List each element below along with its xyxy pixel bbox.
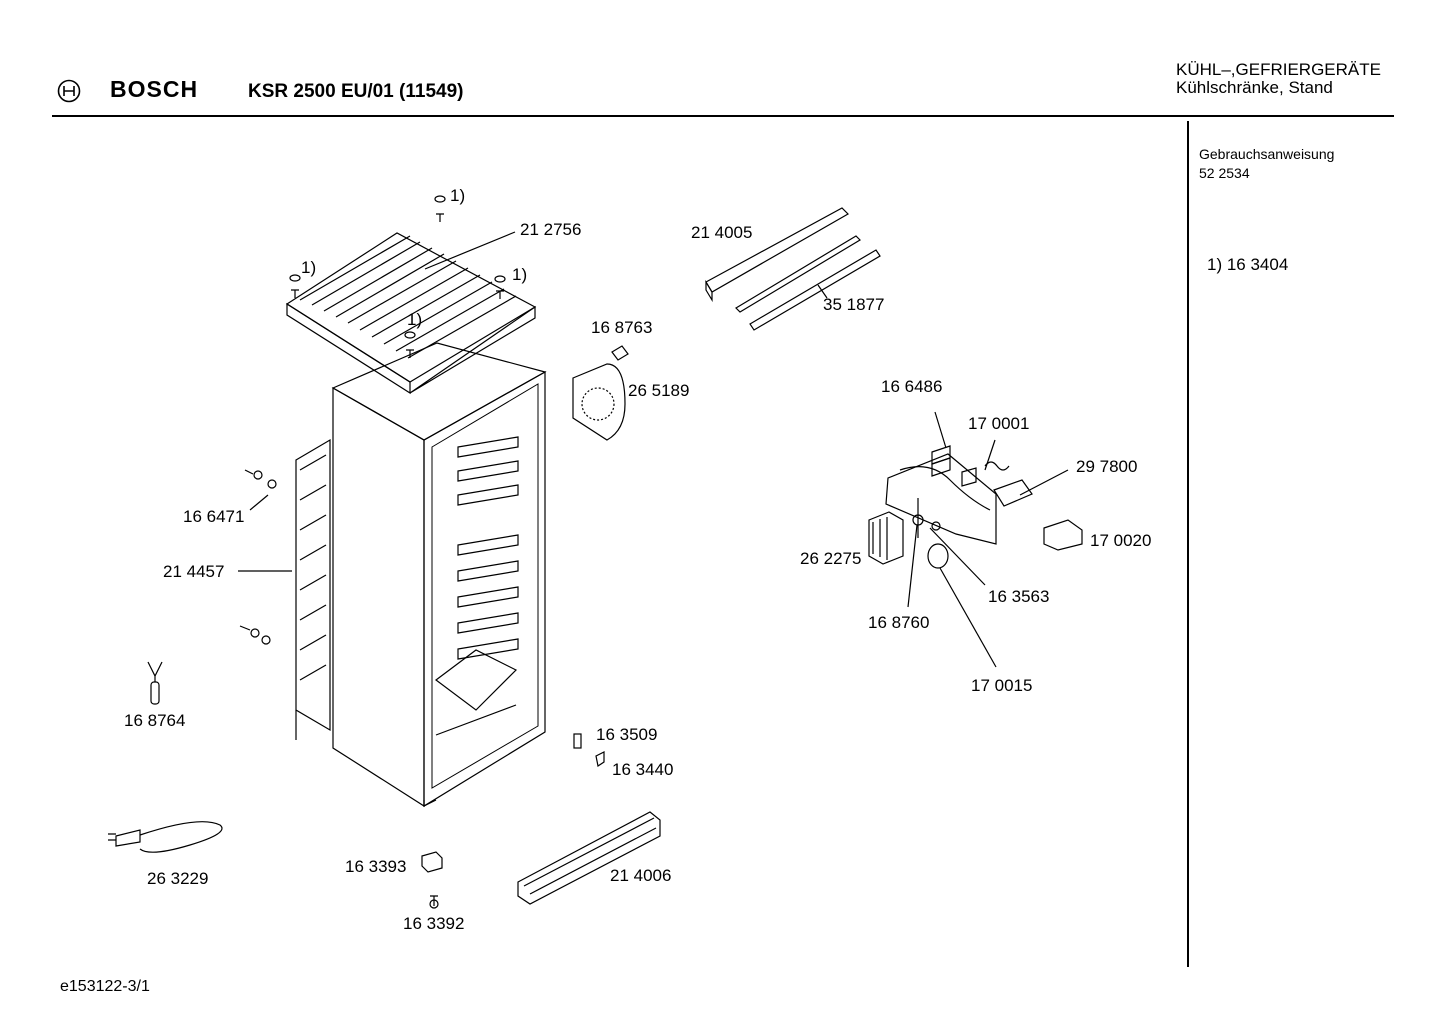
part-label: 21 4005 xyxy=(691,223,753,242)
condenser-part xyxy=(295,438,331,740)
sidebar-divider xyxy=(1187,121,1189,967)
part-label: 1) xyxy=(407,310,423,329)
part-label: 1) xyxy=(301,258,317,277)
part-label: 17 0015 xyxy=(971,676,1033,695)
part-label: 26 5189 xyxy=(628,381,690,400)
manual-number: 52 2534 xyxy=(1199,165,1250,181)
part-label: 1) xyxy=(450,186,466,205)
header-divider xyxy=(52,115,1394,117)
part-label: 16 8760 xyxy=(868,613,930,632)
category-line-2: Kühlschränke, Stand xyxy=(1176,78,1333,97)
part-label: 17 0020 xyxy=(1090,531,1152,550)
bosch-logo-icon xyxy=(57,79,81,103)
part-label: 26 3229 xyxy=(147,869,209,888)
kick-plate-part xyxy=(517,811,661,905)
drawing-id: e153122-3/1 xyxy=(60,978,150,995)
part-label: 35 1877 xyxy=(823,295,885,314)
part-label: 21 4006 xyxy=(610,866,672,885)
part-label: 16 8763 xyxy=(591,318,653,337)
part-label: 21 4457 xyxy=(163,562,225,581)
cabinet-body xyxy=(331,342,547,808)
part-label: 21 2756 xyxy=(520,220,582,239)
thermostat-housing-part xyxy=(885,453,997,545)
part-label: 16 6471 xyxy=(183,507,245,526)
category-line-1: KÜHL–,GEFRIERGERÄTE xyxy=(1176,60,1381,79)
model-number: KSR 2500 EU/01 (11549) xyxy=(248,81,464,102)
part-label: 29 7800 xyxy=(1076,457,1138,476)
manual-label: Gebrauchsanweisung xyxy=(1199,146,1335,162)
part-label: 17 0001 xyxy=(968,414,1030,433)
part-label: 26 2275 xyxy=(800,549,862,568)
part-label: 16 3509 xyxy=(596,725,658,744)
footnote-part: 1) 16 3404 xyxy=(1207,255,1289,274)
part-label: 16 3392 xyxy=(403,914,465,933)
fan-cover-part xyxy=(572,363,626,441)
brand-name: BOSCH xyxy=(110,76,199,102)
part-label: 16 6486 xyxy=(881,377,943,396)
part-label: 1) xyxy=(512,265,528,284)
power-cord-part xyxy=(108,821,223,853)
part-label: 16 3440 xyxy=(612,760,674,779)
part-label: 16 3393 xyxy=(345,857,407,876)
part-label: 16 8764 xyxy=(124,711,186,730)
part-label: 16 3563 xyxy=(988,587,1050,606)
